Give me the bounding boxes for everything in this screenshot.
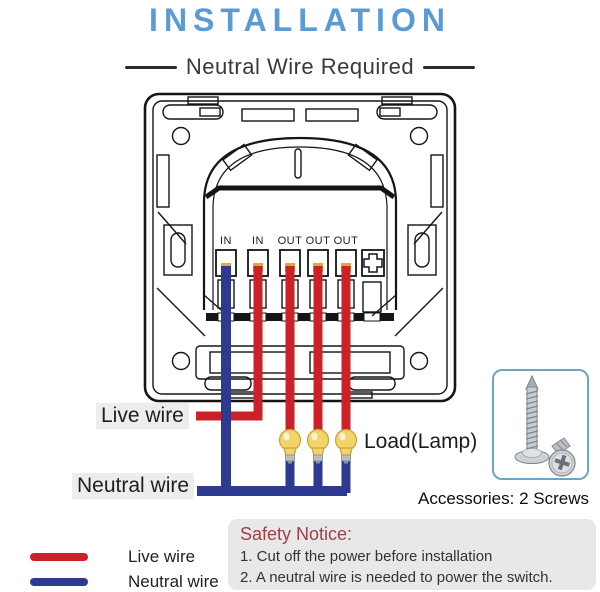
terminal-label-5: OUT [334,235,359,247]
page-title: INSTALLATION [149,2,451,38]
plate-top-bracket-left-inner [199,107,221,117]
switch-plate [143,92,457,403]
dome-tab-left [221,143,253,172]
plate-top-slot-left [241,108,295,122]
terminal-cover-edge [204,185,396,200]
screw-hole-bottom-left [171,351,191,371]
dome-center-slit [294,148,302,179]
safety-notice-item-2: 2. A neutral wire is needed to power the… [240,568,553,586]
lamps [278,428,358,464]
plate-top-bracket-right [376,104,438,120]
subtitle-row: Neutral Wire Required [0,54,600,80]
legend-item-neutral: Neutral wire [30,569,219,592]
mount-lug-left [163,224,193,276]
terminal-label-3: OUT [278,235,303,247]
screw-vertical-icon [514,374,550,464]
subtitle-text: Neutral Wire Required [185,54,415,79]
dome-arch-outer [202,136,398,310]
mount-slot-right [414,232,430,268]
neutral-wire-label: Neutral wire [72,473,195,499]
plate-rib-right [430,154,444,208]
lamp-bulb-icon-1 [278,428,302,464]
safety-notice-title: Safety Notice: [240,524,353,544]
terminal-well-screw [362,281,382,313]
bottom-band [195,345,405,380]
mount-lug-right [407,224,437,276]
terminal-labels: IN IN OUT OUT OUT [220,235,358,247]
legend-label-neutral: Neutral wire [128,571,219,591]
terminal-label-4: OUT [306,235,331,247]
live-wire-label: Live wire [96,403,189,429]
plate-inner-outline [152,100,448,395]
plate-top-bracket-left [162,104,224,120]
legend-item-live: Live wire [30,544,219,569]
wire-legend: Live wire Neutral wire [30,544,219,592]
plate-top-notch-right [381,96,413,105]
screws-box [492,369,589,480]
load-lamp-label: Load(Lamp) [364,430,478,453]
subtitle-dash-right [423,65,476,69]
neutral-wires [197,266,351,496]
terminal-label-1: IN [220,235,232,247]
plate-top-slot-right [305,108,359,122]
plate-top-notch-left [187,96,219,105]
terminal-label-2: IN [252,235,264,247]
live-wires [196,266,351,430]
ground-screw-cross-icon [363,253,383,273]
safety-notice-item-1: 1. Cut off the power before installation [240,548,493,565]
legend-line-live [30,552,88,561]
screw-hole-bottom-right [409,351,429,371]
dome-tab-right [347,143,379,172]
plate-corner-diagonals [156,211,444,337]
screw-hole-top-left [171,126,191,146]
safety-notice-box: Safety Notice: 1. Cut off the power befo… [228,519,596,590]
accessories-label: Accessories: 2 Screws [418,489,589,508]
live-feed-wire [196,266,263,421]
screw-hole-top-right [409,126,429,146]
mount-slot-left [170,232,186,268]
lamp-bulb-icon-2 [306,428,330,464]
dome-arch-inner [212,146,388,310]
legend-label-live: Live wire [128,546,196,566]
subtitle-dash-left [124,65,177,69]
screws-image [514,374,576,477]
plate-top-bracket-right-inner [379,107,401,117]
plate-rib-left [156,154,170,208]
screw-head-icon [548,437,576,477]
legend-line-neutral [30,577,88,586]
lamp-bulb-icon-3 [334,428,358,464]
